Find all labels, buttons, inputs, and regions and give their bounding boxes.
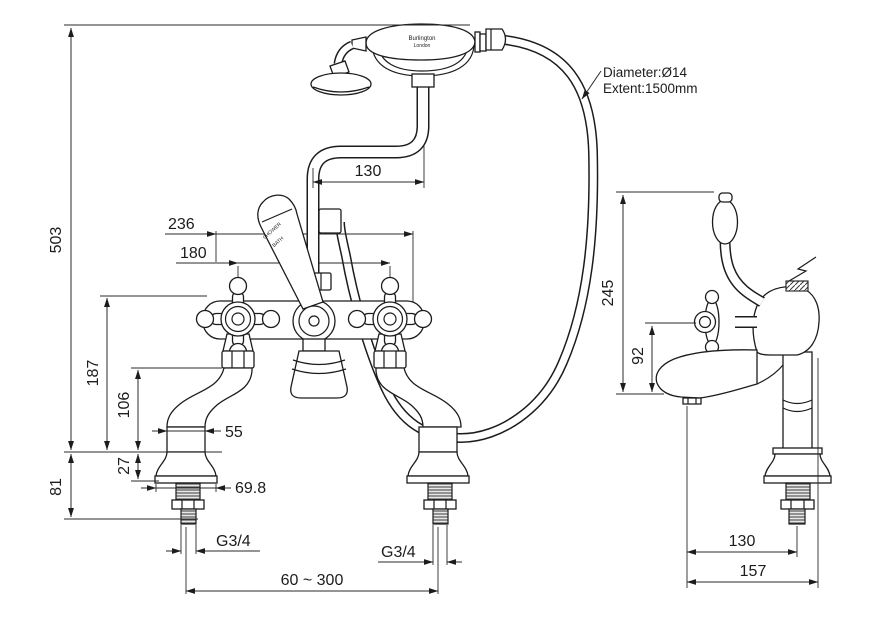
- dim-thread-right: G3/4: [378, 525, 462, 565]
- dim-below-deck: 81: [48, 453, 74, 518]
- dim-flange-height: 27: [116, 453, 141, 480]
- thread-section: [427, 482, 453, 501]
- dim-label-69-8: 69.8: [235, 480, 266, 497]
- riser-pipe: [306, 87, 430, 303]
- diverter-lever: [257, 194, 324, 310]
- dim-thread-left: G3/4: [166, 525, 260, 554]
- thread-tail: [180, 508, 197, 525]
- dim-label-130-front: 130: [355, 163, 382, 180]
- mounting-flange-right: [406, 426, 470, 525]
- front-view: 236 180 Burlington: [154, 23, 599, 525]
- dim-label-55: 55: [225, 424, 243, 441]
- hose-note-line1: Diameter:Ø14: [603, 65, 688, 80]
- side-view: [655, 192, 832, 525]
- diverter: SHOWER BATH: [257, 194, 336, 343]
- handset-neck: [351, 36, 367, 52]
- cradle-clamp: [485, 28, 507, 51]
- mounting-flange-left: [154, 426, 218, 525]
- dimension-annotations-front: 503 81 187 106 27 130: [48, 24, 470, 594]
- thread-tail: [432, 508, 449, 525]
- shower-head: [310, 72, 372, 96]
- hose-note: Diameter:Ø14 Extent:1500mm: [581, 65, 698, 100]
- dim-label-180: 180: [180, 245, 207, 262]
- dim-label-92: 92: [630, 347, 647, 365]
- dim-label-236: 236: [168, 216, 195, 233]
- mounting-flange-side: [763, 447, 832, 525]
- dim-label-60-300: 60 ~ 300: [281, 572, 344, 589]
- brand-label-line1: Burlington: [408, 36, 435, 42]
- dim-label-81: 81: [48, 478, 65, 496]
- dim-flange-base-width: 69.8: [141, 480, 266, 497]
- handset-collar: [474, 31, 481, 53]
- brand-label-line2: London: [414, 43, 431, 49]
- dim-handle-height-front: 187: [85, 297, 110, 451]
- thread-section: [785, 482, 811, 501]
- cross-handle-left: [195, 276, 281, 362]
- spout-outlet: [682, 397, 702, 405]
- side-cross-handle: [693, 289, 757, 355]
- dim-body-height: 106: [116, 369, 141, 451]
- union-nut-right: [373, 350, 407, 369]
- hose-note-line2: Extent:1500mm: [603, 81, 698, 96]
- dim-label-245: 245: [600, 280, 617, 307]
- side-column: [782, 351, 813, 451]
- dim-overall-height-front: 503: [48, 27, 74, 451]
- dim-overall-height-side: 245: [600, 194, 626, 393]
- dim-label-g34-left: G3/4: [216, 533, 251, 550]
- dim-flange-top-width: 55: [152, 424, 243, 441]
- thread-tail: [788, 508, 806, 525]
- hose-elbow-connector: [318, 208, 342, 234]
- dim-label-187: 187: [85, 360, 102, 387]
- leg-left: [166, 367, 253, 428]
- outlet-break-line: [788, 256, 817, 282]
- dim-overall-depth: 157: [686, 563, 819, 585]
- shower-hose: [335, 35, 599, 444]
- dim-label-130-side: 130: [729, 533, 756, 550]
- dim-label-503: 503: [48, 227, 65, 254]
- shower-handset: Burlington London: [310, 23, 507, 96]
- side-lever: [711, 192, 765, 307]
- union-nut-left: [221, 350, 255, 369]
- dim-cradle-offset: 130: [312, 146, 425, 188]
- cross-handle-right: [347, 276, 433, 362]
- spout-front: [290, 338, 348, 399]
- dim-label-106: 106: [116, 392, 133, 419]
- dimension-annotations-side: 245 92 130 157: [600, 191, 819, 588]
- thread-section: [175, 482, 201, 501]
- dim-label-27: 27: [116, 457, 133, 475]
- handset-cradle: [371, 39, 475, 88]
- handset-body: [365, 23, 476, 61]
- dim-label-g34-right: G3/4: [381, 544, 416, 561]
- dim-inlet-centres: 60 ~ 300: [185, 527, 439, 594]
- dim-handle-height-side: 92: [630, 325, 655, 393]
- hose-outlet-section: [785, 280, 809, 292]
- dim-spout-reach: 130: [686, 533, 798, 555]
- side-spout: [655, 349, 784, 405]
- dim-label-157: 157: [740, 563, 767, 580]
